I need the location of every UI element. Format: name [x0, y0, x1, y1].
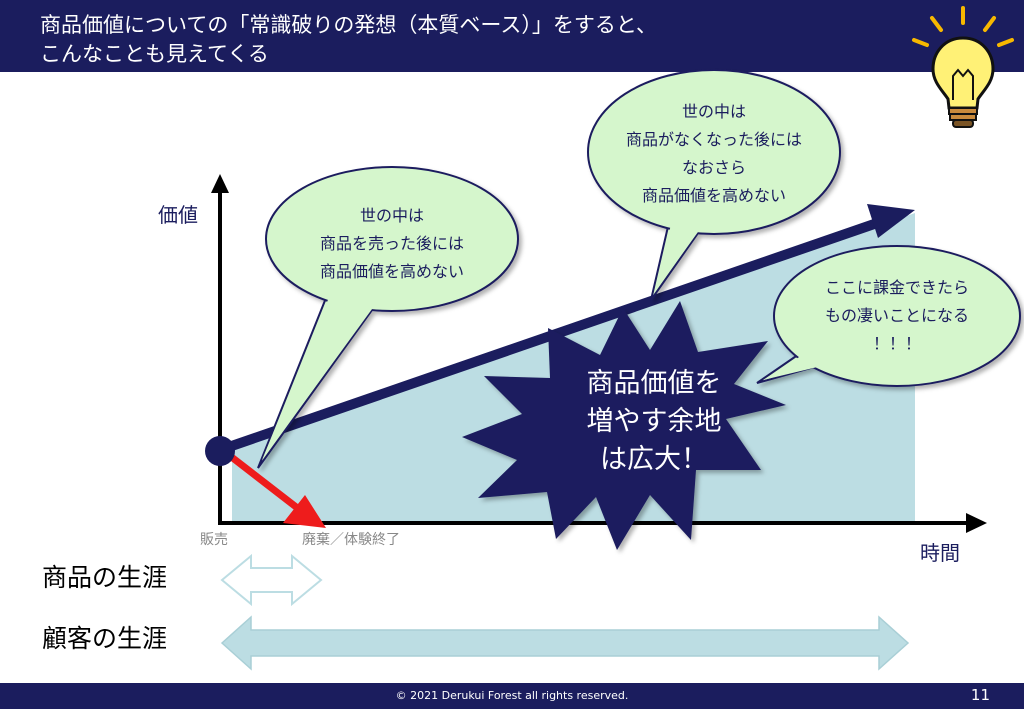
- bubble-right-line-1: ここに課金できたら: [825, 278, 969, 297]
- product-decline-arrowhead: [283, 495, 326, 528]
- customer-lifetime-label: 顧客の生涯: [42, 624, 167, 653]
- product-lifetime-arrow: [220, 553, 323, 607]
- starburst-line-2: 増やす余地: [587, 406, 722, 437]
- bubble-left-line-3: 商品価値を高めない: [320, 262, 464, 281]
- bubble-right-line-3: ！！！: [873, 334, 921, 353]
- x-axis-arrowhead: [966, 513, 987, 533]
- header-bar: 商品価値についての「常識破りの発想（本質ベース）」をすると、 こんなことも見えて…: [0, 0, 1024, 72]
- copyright-text: © 2021 Derukui Forest all rights reserve…: [395, 689, 629, 702]
- bubble-left-line-2: 商品を売った後には: [320, 234, 464, 253]
- product-decline-arrow: [222, 449, 303, 513]
- x-tick-disposal: 廃棄／体験終了: [302, 531, 400, 548]
- bubble-top-line-1: 世の中は: [682, 102, 746, 121]
- value-growth-arrowhead: [867, 204, 915, 238]
- bubble-top-line-3: なおさら: [682, 158, 746, 177]
- speech-bubble-right: [756, 245, 1021, 387]
- slide-title-line-1: 商品価値についての「常識破りの発想（本質ベース）」をすると、: [40, 13, 657, 37]
- lightbulb-icon: [912, 6, 1014, 128]
- starburst: [462, 301, 786, 550]
- starburst-line-1: 商品価値を: [587, 368, 722, 399]
- x-tick-sale: 販売: [200, 532, 228, 548]
- product-lifetime-label: 商品の生涯: [42, 563, 167, 592]
- y-axis-arrowhead: [211, 174, 229, 193]
- origin-dot: [205, 436, 235, 466]
- footer-bar: © 2021 Derukui Forest all rights reserve…: [0, 683, 1024, 709]
- customer-lifetime-arrow: [220, 615, 910, 671]
- speech-bubble-top: [587, 69, 841, 301]
- bubble-right-line-2: もの凄いことになる: [825, 306, 969, 325]
- speech-bubble-left: [257, 166, 519, 469]
- x-axis-label: 時間: [920, 541, 960, 565]
- starburst-line-3: は広大！: [600, 444, 708, 475]
- slide-title-line-2: こんなことも見えてくる: [40, 42, 269, 66]
- page-number: 11: [970, 686, 990, 704]
- bubble-left-line-1: 世の中は: [360, 206, 424, 225]
- bubble-top-line-4: 商品価値を高めない: [642, 186, 786, 205]
- bubble-top-line-2: 商品がなくなった後には: [626, 130, 802, 149]
- y-axis-label: 価値: [158, 203, 198, 227]
